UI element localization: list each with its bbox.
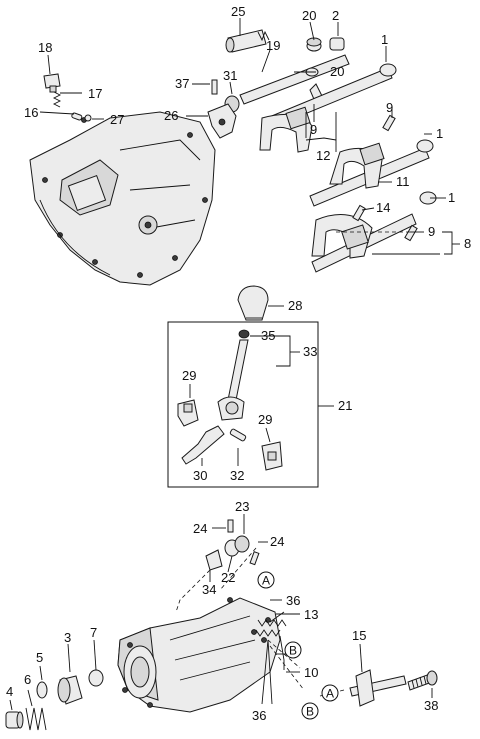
label-1-bottom: 1 xyxy=(448,190,455,205)
label-25: 25 xyxy=(231,4,245,19)
label-35: 35 xyxy=(261,328,275,343)
transmission-case-lower xyxy=(117,597,281,713)
marker-b-bottom: B xyxy=(301,702,319,720)
label-28: 28 xyxy=(288,298,302,313)
label-23: 23 xyxy=(235,499,249,514)
marker-a-bottom: A xyxy=(321,684,339,702)
label-20-mid: 20 xyxy=(330,64,344,79)
label-15: 15 xyxy=(352,628,366,643)
svg-text:A: A xyxy=(262,574,270,588)
shift-rod-19 xyxy=(207,29,350,139)
label-5: 5 xyxy=(36,650,43,665)
bolt-38 xyxy=(407,670,438,691)
label-32: 32 xyxy=(230,468,244,483)
label-12: 12 xyxy=(316,148,330,163)
label-9-top: 9 xyxy=(386,100,393,115)
fork-shaft-12 xyxy=(259,63,397,153)
fork-shaft-8 xyxy=(311,191,437,273)
marker-a-top: A xyxy=(257,571,275,589)
label-1-mid: 1 xyxy=(436,126,443,141)
transmission-case-upper xyxy=(29,111,216,286)
label-14: 14 xyxy=(376,200,390,215)
label-24-left: 24 xyxy=(193,521,207,536)
label-31: 31 xyxy=(223,68,237,83)
svg-text:B: B xyxy=(289,644,297,658)
label-30: 30 xyxy=(193,468,207,483)
label-6: 6 xyxy=(24,672,31,687)
part-labels: 25 20 2 1 18 19 20 37 31 17 16 26 27 9 9… xyxy=(6,4,471,723)
svg-text:A: A xyxy=(326,687,334,701)
label-29-right: 29 xyxy=(258,412,272,427)
label-33: 33 xyxy=(303,344,317,359)
label-17: 17 xyxy=(88,86,102,101)
marker-b-top: B xyxy=(284,641,302,659)
label-18: 18 xyxy=(38,40,52,55)
svg-text:B: B xyxy=(306,705,314,719)
label-4: 4 xyxy=(6,684,13,699)
label-3: 3 xyxy=(64,630,71,645)
shift-knob-28 xyxy=(237,285,269,321)
label-11: 11 xyxy=(396,174,410,189)
label-9-mid: 9 xyxy=(310,122,317,137)
input-shaft-parts xyxy=(5,669,104,731)
label-1-top: 1 xyxy=(381,32,388,47)
label-34: 34 xyxy=(202,582,216,597)
shift-lever-assembly-box xyxy=(167,321,319,488)
label-36-top: 36 xyxy=(286,593,300,608)
label-37: 37 xyxy=(175,76,189,91)
label-8: 8 xyxy=(464,236,471,251)
label-36-bottom: 36 xyxy=(252,708,266,723)
label-20-top: 20 xyxy=(302,8,316,23)
label-21: 21 xyxy=(338,398,352,413)
leader-lines xyxy=(9,18,460,711)
label-26: 26 xyxy=(164,108,178,123)
label-38: 38 xyxy=(424,698,438,713)
label-29-left: 29 xyxy=(182,368,196,383)
fork-shaft-11 xyxy=(309,139,434,207)
label-22: 22 xyxy=(221,570,235,585)
label-16: 16 xyxy=(24,105,38,120)
label-24-right: 24 xyxy=(270,534,284,549)
detent-springs xyxy=(251,619,287,643)
plug-spring-assembly xyxy=(43,73,92,123)
label-9-bottom: 9 xyxy=(428,224,435,239)
label-27: 27 xyxy=(110,112,124,127)
label-19: 19 xyxy=(266,38,280,53)
shift-lever-15 xyxy=(349,669,407,707)
label-2: 2 xyxy=(332,8,339,23)
bushing-parts xyxy=(205,519,260,571)
label-7: 7 xyxy=(90,625,97,640)
shift-lever-assembly xyxy=(177,329,283,471)
label-13: 13 xyxy=(304,607,318,622)
label-10: 10 xyxy=(304,665,318,680)
